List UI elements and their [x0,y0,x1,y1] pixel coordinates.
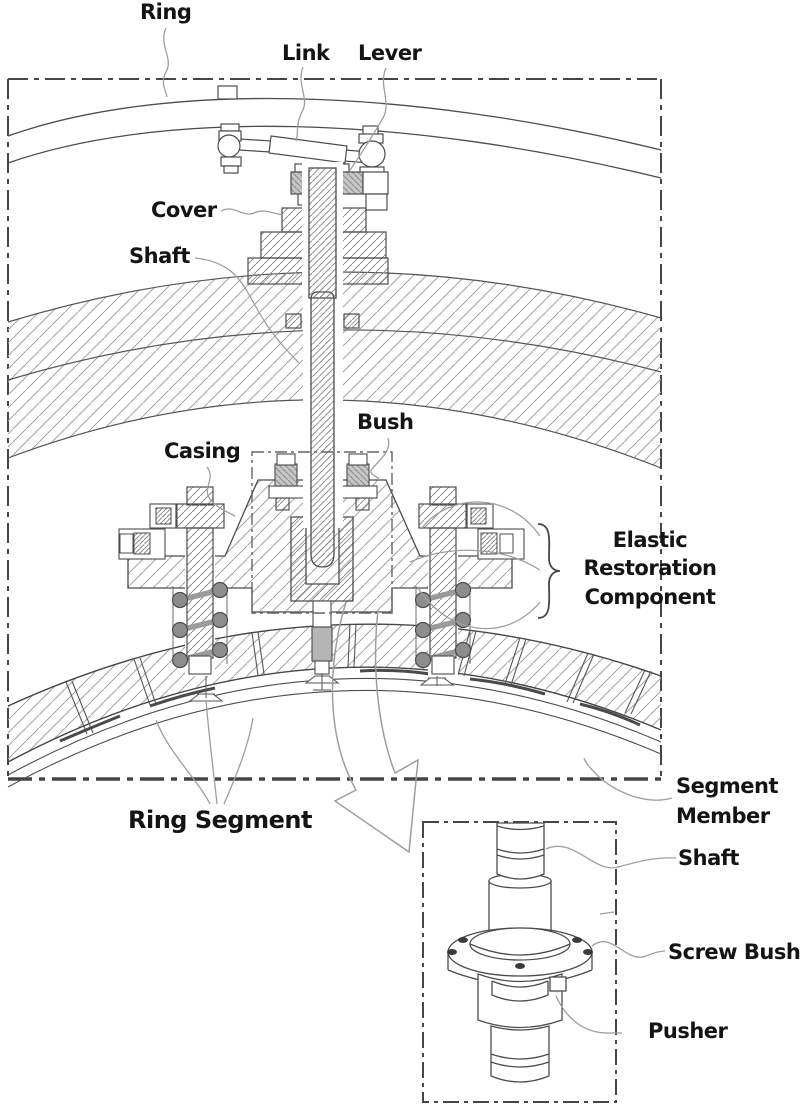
label-shaft-upper: Shaft [129,244,190,268]
leader-link [295,66,306,142]
link-ball-left [217,134,241,158]
leader-segment-member [583,757,673,801]
label-ring-segment: Ring Segment [128,806,312,834]
leader-casing [206,466,236,517]
label-shaft-inset: Shaft [678,846,739,870]
leader-screw-bush [591,941,666,958]
label-cover: Cover [151,198,217,222]
label-elastic-line2: Restoration [583,556,717,581]
segment-dividers [65,623,652,735]
label-elastic-line3: Component [584,584,716,609]
label-screw-bush: Screw Bush [668,940,800,964]
inset-box [422,821,617,1103]
label-pusher: Pusher [648,1019,728,1043]
label-lever: Lever [358,41,422,65]
leader-shaft-upper [194,257,300,364]
ring-arcs [7,85,662,179]
leader-ring-segment-1 [155,719,211,805]
link-body [268,135,348,164]
label-segment-member: Segment Member [676,772,779,832]
leader-cover [220,208,284,216]
leader-pusher [555,995,622,1034]
label-elastic-restoration-component: Elastic Restoration Component [550,526,750,611]
leader-bush [370,437,390,481]
leader-elastic-2 [409,549,541,571]
leader-ring [162,27,169,98]
elastic-brace [537,523,561,619]
spring-assembly-left [118,486,229,676]
leader-ring-segment-2 [205,699,218,805]
label-casing: Casing [164,439,241,463]
leader-elastic-1 [421,501,541,537]
label-link: Link [282,41,330,65]
label-ring: Ring [140,0,192,24]
label-segment-member-line2: Member [676,803,770,828]
label-segment-member-line1: Segment [676,774,779,798]
inset-part [447,822,593,1083]
lever-ball [358,140,386,168]
label-bush: Bush [357,410,414,434]
shaft-shape [302,162,343,675]
leader-ring-segment-3 [223,717,254,805]
leader-lines [155,27,677,1034]
link-rod-left [237,138,273,153]
detail-arrow [331,601,419,854]
pusher-tip [311,626,333,662]
leader-shaft-inset [545,845,677,869]
inset-pusher [490,1025,550,1083]
leader-elastic-3 [417,587,541,630]
leader-lever [349,67,387,171]
link-lever-mechanism [217,123,386,175]
bush-detail-box [251,451,393,614]
bush-cup [290,516,354,602]
ring-segment-band [7,623,662,788]
liner-wedges [59,668,641,743]
label-elastic-line1: Elastic [612,528,688,552]
